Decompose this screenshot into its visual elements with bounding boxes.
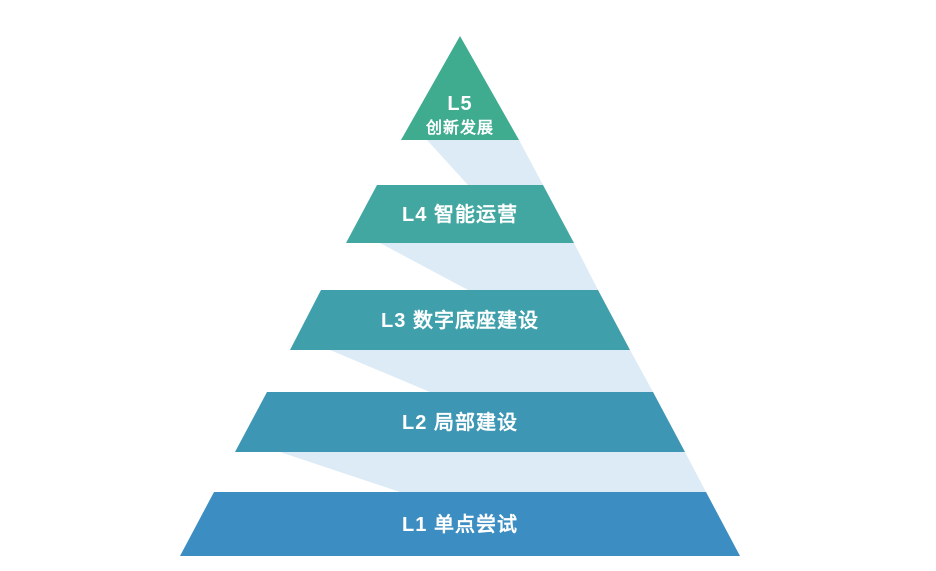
connector-l2-l1 bbox=[280, 452, 706, 492]
pyramid-level-l2 bbox=[235, 392, 685, 452]
pyramid-level-l1 bbox=[180, 492, 740, 556]
level-l4-label: L4 智能运营 bbox=[402, 202, 518, 226]
level-l1-label: L1 单点尝试 bbox=[402, 512, 518, 536]
pyramid-level-l4 bbox=[346, 185, 574, 243]
level-l5-code-label: L5 bbox=[447, 93, 472, 115]
connector-l5-l4 bbox=[427, 140, 543, 185]
connector-l3-l2 bbox=[330, 350, 653, 392]
level-l5-name-label: 创新发展 bbox=[425, 118, 494, 137]
connector-l4-l3 bbox=[380, 243, 598, 290]
pyramid-level-l5 bbox=[401, 36, 519, 140]
level-l3-label: L3 数字底座建设 bbox=[381, 308, 539, 332]
level-l2-label: L2 局部建设 bbox=[402, 410, 518, 434]
pyramid-level-l3 bbox=[290, 290, 630, 350]
